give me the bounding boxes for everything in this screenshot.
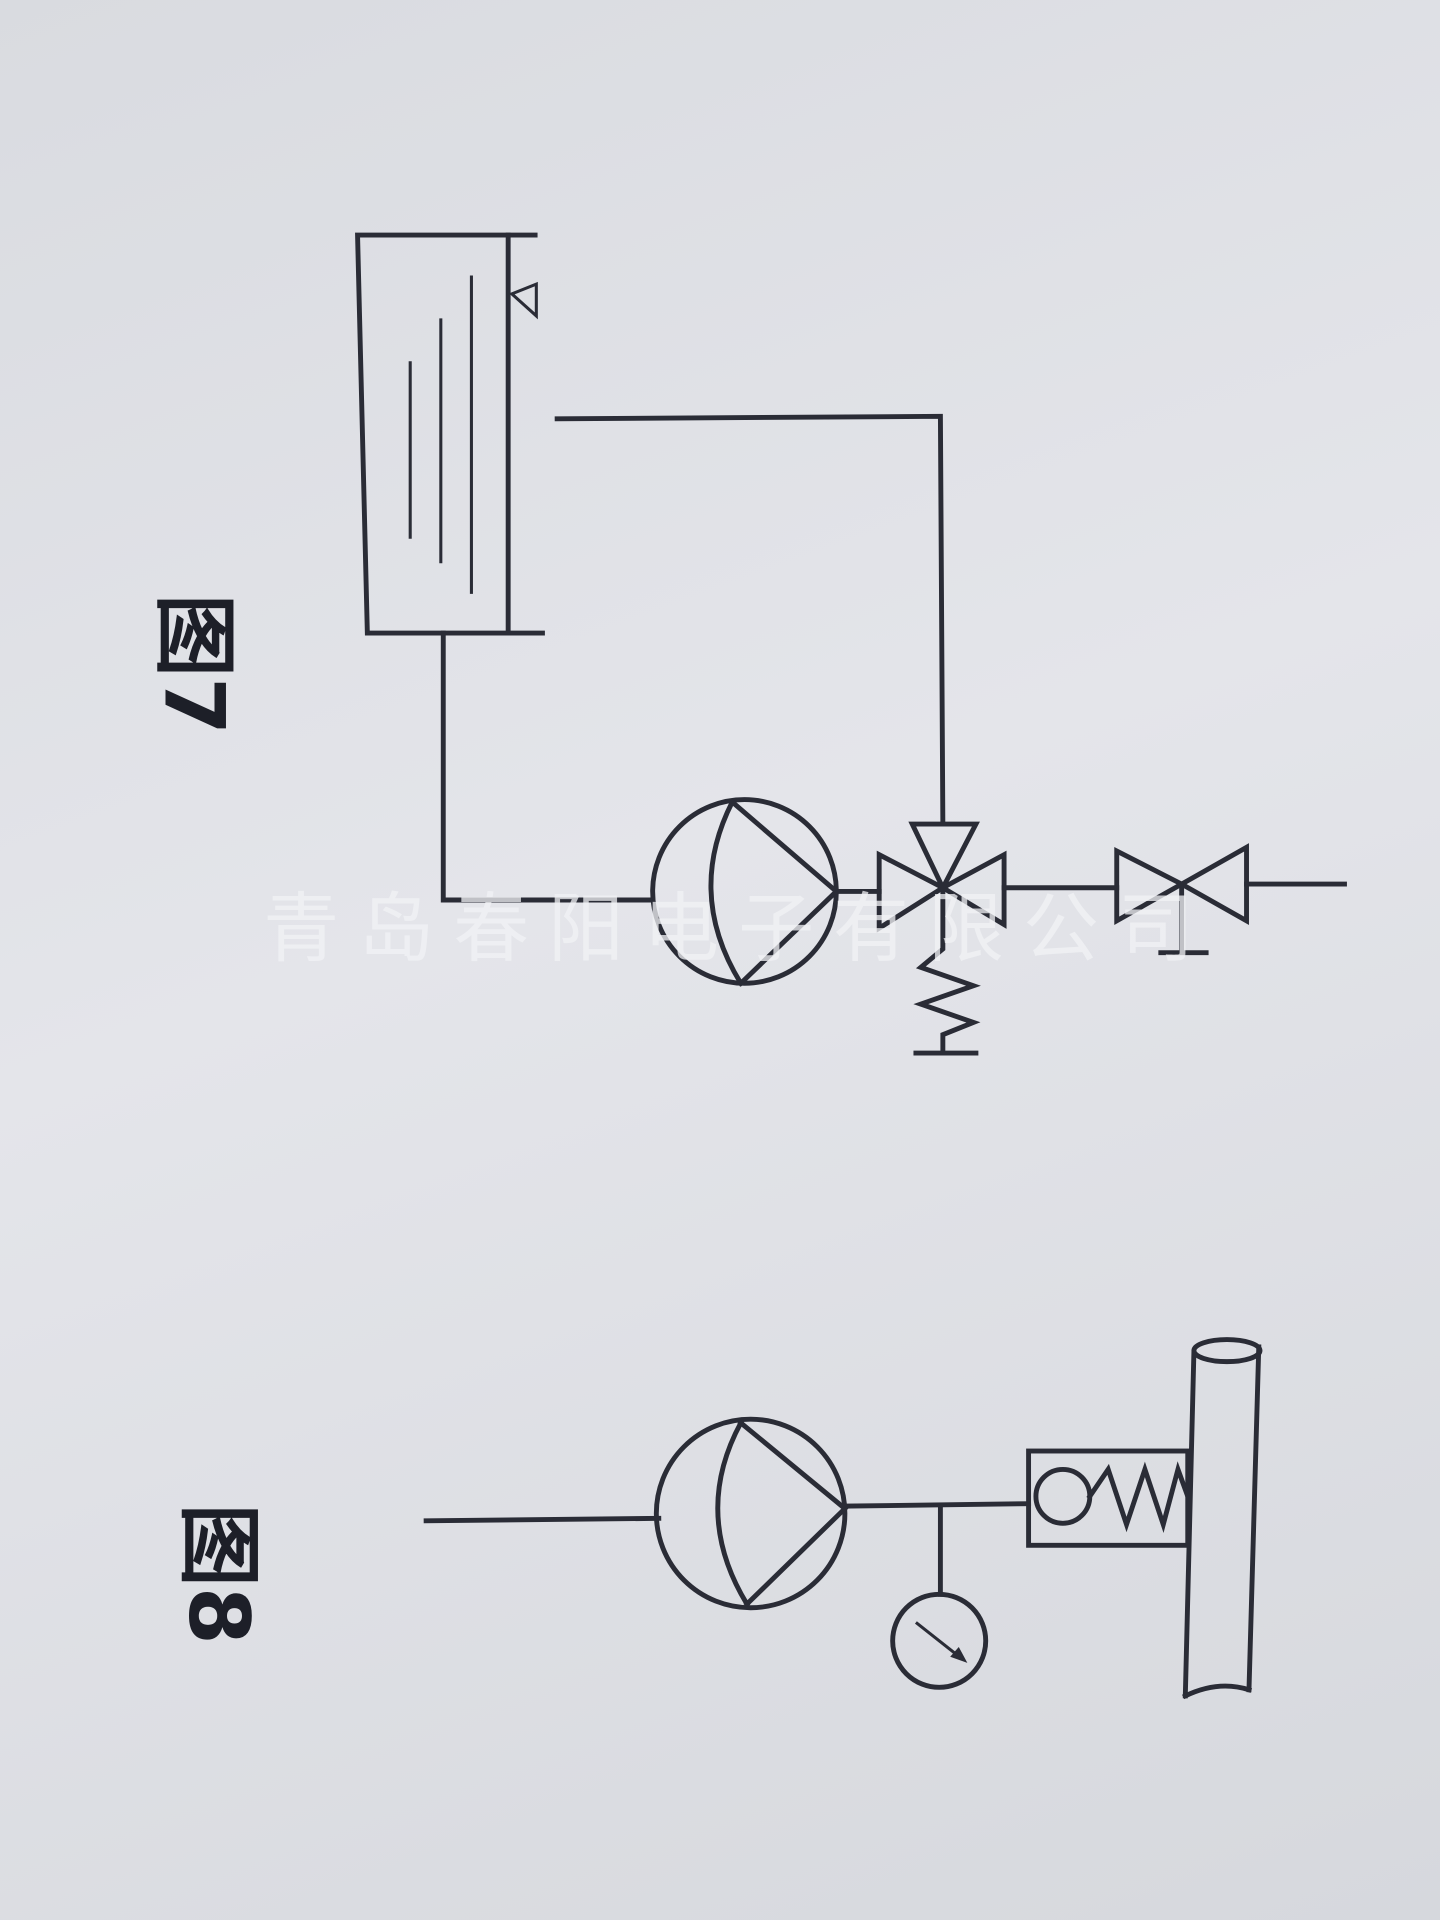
check-valve-icon	[1026, 1448, 1191, 1548]
figure-8: 图8	[170, 1337, 1263, 1700]
tank	[355, 232, 545, 636]
suction-pipe	[440, 630, 656, 903]
figure-8-label: 图8	[170, 1504, 267, 1645]
level-marker-icon	[508, 281, 538, 320]
figure-7-label: 图7	[145, 594, 242, 735]
pump-icon	[653, 1416, 849, 1611]
pressure-gauge-icon	[890, 1591, 989, 1690]
return-pipe	[554, 413, 946, 827]
spring-icon	[913, 885, 981, 1056]
main-pipe	[1182, 1337, 1263, 1700]
figure-7: 图7	[145, 232, 1347, 1056]
